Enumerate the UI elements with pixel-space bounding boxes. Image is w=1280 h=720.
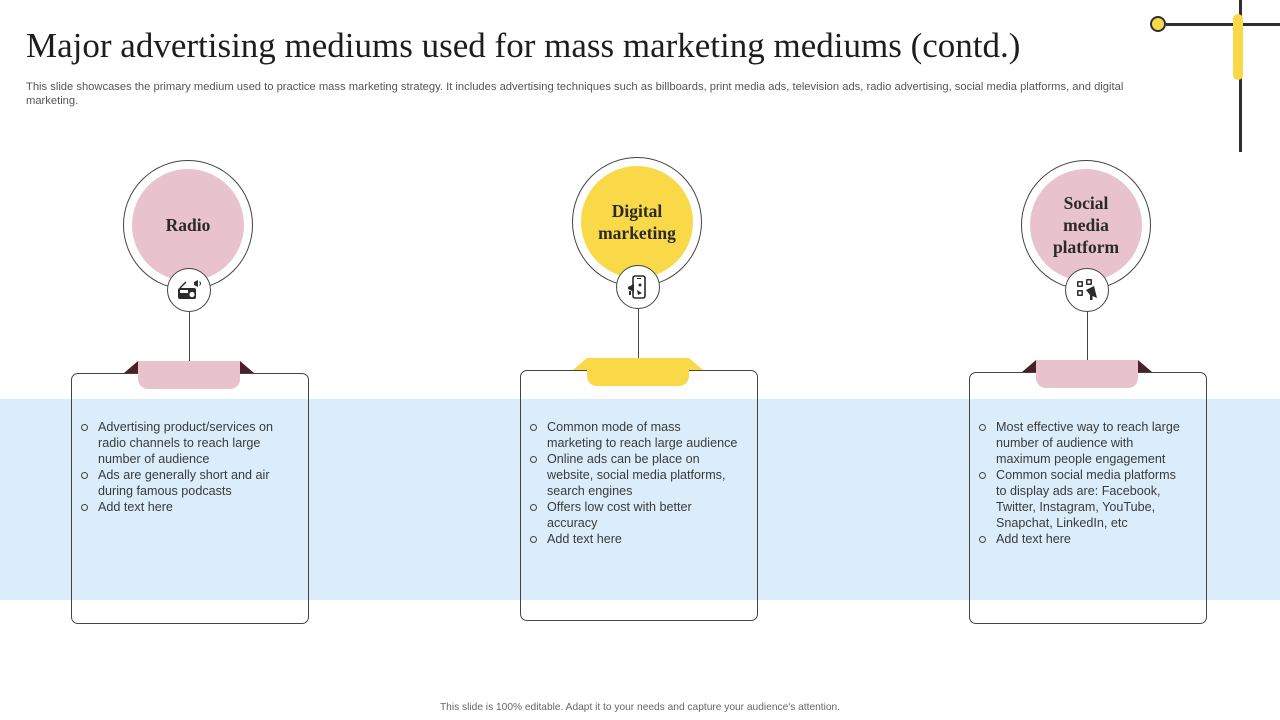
list-item: Most effective way to reach large number… xyxy=(978,419,1188,467)
medium-column-radio: Radio Advertising product/services on ra… xyxy=(71,0,311,720)
medium-label: Radio xyxy=(165,215,211,235)
bullet-list: Advertising product/services on radio ch… xyxy=(80,419,290,515)
connector-line xyxy=(189,312,190,361)
medium-column-digital-marketing: Digital marketing Common mode of mass ma… xyxy=(520,0,760,720)
slide-subtitle: This slide showcases the primary medium … xyxy=(26,81,1124,107)
list-item: Add text here xyxy=(80,499,290,515)
tab-corner-right xyxy=(240,361,254,373)
tab-corner-right xyxy=(689,358,703,370)
radio-icon xyxy=(167,268,211,312)
decor-yellow-bar xyxy=(1233,14,1243,80)
medium-label: Digital marketing xyxy=(598,201,676,243)
list-item: Add text here xyxy=(529,531,739,547)
list-item: Add text here xyxy=(978,531,1188,547)
tab-corner-right xyxy=(1138,360,1152,372)
bullet-list: Common mode of mass marketing to reach l… xyxy=(529,419,739,547)
medium-inner-circle: Social media platform xyxy=(1030,169,1142,281)
list-item: Ads are generally short and air during f… xyxy=(80,467,290,499)
decor-horizontal-line xyxy=(1166,23,1280,26)
list-item: Common mode of mass marketing to reach l… xyxy=(529,419,739,451)
decor-yellow-dot xyxy=(1150,16,1166,32)
list-item: Advertising product/services on radio ch… xyxy=(80,419,290,467)
bullet-list: Most effective way to reach large number… xyxy=(978,419,1188,547)
list-item: Common social media platforms to display… xyxy=(978,467,1188,531)
social-apps-megaphone-icon xyxy=(1065,268,1109,312)
card-tab xyxy=(138,361,240,389)
tab-corner-left xyxy=(124,361,138,373)
medium-circle-social-media: Social media platform xyxy=(1021,160,1151,290)
tab-corner-left xyxy=(573,358,587,370)
slide-title: Major advertising mediums used for mass … xyxy=(26,26,1021,65)
slide-footer: This slide is 100% editable. Adapt it to… xyxy=(439,702,841,713)
list-item: Online ads can be place on website, soci… xyxy=(529,451,739,499)
card-tab xyxy=(1036,360,1138,388)
list-item: Offers low cost with better accuracy xyxy=(529,499,739,531)
background-band xyxy=(0,399,1280,600)
tab-corner-left xyxy=(1022,360,1036,372)
card-tab xyxy=(587,358,689,386)
connector-line xyxy=(638,309,639,358)
connector-line xyxy=(1087,312,1088,361)
medium-inner-circle: Digital marketing xyxy=(581,166,693,278)
smartphone-megaphone-icon xyxy=(616,265,660,309)
medium-inner-circle: Radio xyxy=(132,169,244,281)
medium-label: Social media platform xyxy=(1052,193,1120,257)
medium-column-social-media: Social media platform Most effective way… xyxy=(969,0,1209,720)
